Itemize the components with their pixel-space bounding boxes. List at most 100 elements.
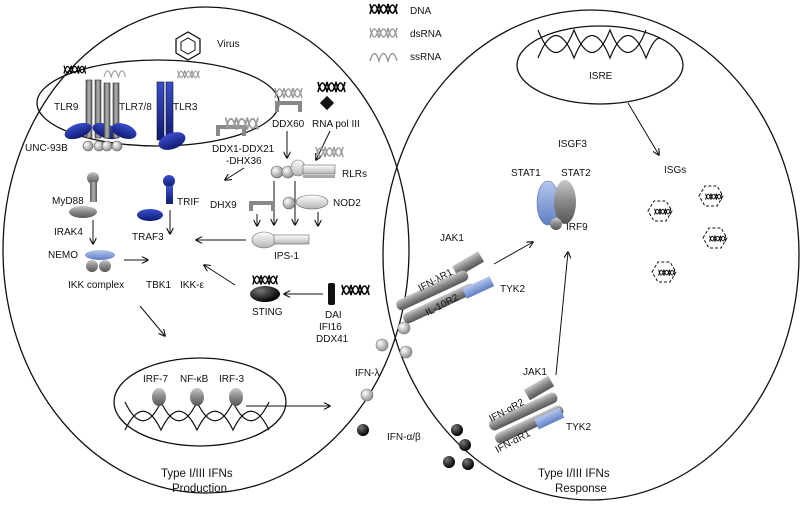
dna-legend-icon xyxy=(369,3,398,15)
tyk2-bottom-label: TYK2 xyxy=(566,422,591,433)
legend: DNA dsRNA ssRNA xyxy=(369,3,442,63)
sting-label: STING xyxy=(252,307,283,318)
response-cell-membrane xyxy=(382,9,800,501)
ifn-lambda-receptor xyxy=(396,270,476,324)
response-caption-line2: Response xyxy=(555,483,607,495)
rnapol-iii-icon xyxy=(319,95,335,111)
irf3-protein xyxy=(229,388,243,406)
isre-to-isgs-arrow xyxy=(627,102,659,155)
dsrna-legend-icon xyxy=(369,27,398,39)
tbk1-label: TBK1 xyxy=(146,280,171,291)
sting-dna-icon xyxy=(252,274,278,286)
ddx60-label: DDX60 xyxy=(272,119,305,130)
jak-to-isgf3-arrow-bottom xyxy=(555,252,568,376)
ifi16-label: IFI16 xyxy=(319,322,342,333)
tlr3-label: TLR3 xyxy=(173,102,198,113)
nod2-label: NOD2 xyxy=(333,198,361,209)
jak1-bottom-label: JAK1 xyxy=(523,367,547,378)
tyk2-bottom-protein xyxy=(534,407,565,430)
isre-dna-helix xyxy=(537,28,661,60)
nemo-label: NEMO xyxy=(48,250,78,261)
tyk2-top-label: TYK2 xyxy=(500,284,525,295)
production-caption-line2: Production xyxy=(172,483,227,495)
legend-dsrna-label: dsRNA xyxy=(410,29,442,40)
tyk2-top-protein xyxy=(462,276,495,299)
trif-protein xyxy=(163,175,175,204)
irf7-protein xyxy=(152,388,166,406)
isgf3-label: ISGF3 xyxy=(558,139,587,150)
stat1-label: STAT1 xyxy=(511,168,541,179)
ddx1-to-trif-arrow xyxy=(225,167,245,180)
irf3-label: IRF-3 xyxy=(219,374,244,385)
ddx60-dsrna-icon xyxy=(274,87,303,99)
traf3-protein xyxy=(137,209,163,221)
ikk-complex-label: IKK complex xyxy=(68,280,124,291)
ddx1-label-line1: DDX1-DDX21 xyxy=(212,144,275,155)
rlr-proteins xyxy=(270,146,344,179)
irak4-label: IRAK4 xyxy=(54,227,83,238)
ifn-lambda-label: IFN-λ xyxy=(355,368,379,379)
ddx1-dsrna-icon xyxy=(224,116,259,131)
response-caption-line1: Type I/III IFNs xyxy=(538,468,610,480)
ddx41-label: DDX41 xyxy=(316,334,349,345)
myd88-label: MyD88 xyxy=(52,196,84,207)
ikke-label: IKK-ε xyxy=(180,280,204,291)
irf9-label: IRF9 xyxy=(566,222,588,233)
nfkb-label: NF-κB xyxy=(180,374,209,385)
sting-protein xyxy=(250,286,280,302)
stat2-protein xyxy=(554,180,576,224)
dai-protein xyxy=(328,283,335,305)
legend-dna-label: DNA xyxy=(410,6,431,17)
traf3-label: TRAF3 xyxy=(132,232,164,243)
rnapol-dna-icon xyxy=(317,81,346,93)
tlr78-label: TLR7/8 xyxy=(119,102,152,113)
production-caption-line1: Type I/III IFNs xyxy=(161,468,233,480)
jak1-top-protein xyxy=(452,251,484,277)
ddx60-protein xyxy=(275,101,302,112)
production-cell-membrane xyxy=(2,6,410,494)
nod2-protein xyxy=(282,194,329,210)
nemo-ikk-complex xyxy=(85,250,115,272)
sting-to-tbk1-arrow xyxy=(204,265,236,286)
legend-ssrna-label: ssRNA xyxy=(410,52,441,63)
dai-label: DAI xyxy=(325,310,342,321)
tlr9-receptor xyxy=(64,79,120,152)
nfkb-protein xyxy=(190,388,204,406)
trif-label: TRIF xyxy=(177,197,199,208)
ddx1-complex xyxy=(216,125,246,136)
ddx1-label-line2: -DHX36 xyxy=(226,156,262,167)
isre-label: ISRE xyxy=(589,71,613,82)
irf9-protein xyxy=(550,218,562,230)
virus-label: Virus xyxy=(217,39,240,50)
ifn-lambda-ligands xyxy=(360,321,413,402)
virus-icon xyxy=(175,31,201,61)
isgs-label: ISGs xyxy=(664,165,686,176)
production-nucleus xyxy=(113,357,287,447)
jak-to-isgf3-arrow-top xyxy=(493,242,533,265)
jak1-top-label: JAK1 xyxy=(440,233,464,244)
ips1-label: IPS-1 xyxy=(274,251,299,262)
ips1-protein xyxy=(251,231,310,249)
unc93b-label: UNC-93B xyxy=(25,143,68,154)
response-nucleus xyxy=(516,25,684,105)
dai-dna-icon xyxy=(341,284,370,296)
tlr9-label: TLR9 xyxy=(54,102,79,113)
jak1-bottom-protein xyxy=(523,375,555,401)
ifn-ab-label: IFN-α/β xyxy=(387,432,421,443)
dhx9-protein xyxy=(249,201,275,211)
rlrs-label: RLRs xyxy=(342,169,367,180)
ssrna-legend-icon xyxy=(369,52,398,62)
ikk-to-nucleus-arrow xyxy=(139,305,165,336)
rnapol-label: RNA pol III xyxy=(312,119,360,130)
tlr78-receptor xyxy=(101,82,137,152)
endosome-dsrna-icon xyxy=(177,69,200,80)
myd88-protein xyxy=(69,172,99,218)
irf7-label: IRF-7 xyxy=(143,374,168,385)
endosome-ssrna-icon xyxy=(103,70,127,78)
tlr3-receptor xyxy=(156,81,186,150)
ifn-ab-ligands xyxy=(357,424,474,470)
dhx9-label: DHX9 xyxy=(210,200,237,211)
stat2-label: STAT2 xyxy=(561,168,591,179)
isg-products xyxy=(647,185,728,283)
